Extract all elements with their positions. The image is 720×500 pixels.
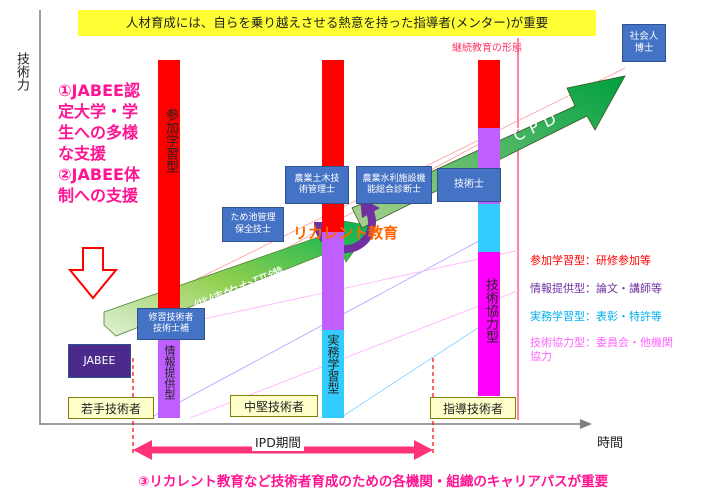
gijutsushi-box: 技術士 (437, 168, 501, 202)
nogyo-doboku-box: 農業土木技 術管理士 (285, 166, 349, 204)
ipd-arrow-left-head (133, 440, 152, 460)
continuing-edu-label: 継続教育の形態 (452, 43, 522, 54)
recurrent-label: リカレント教育 (293, 224, 399, 242)
bar3-cyan (478, 204, 500, 252)
top-banner: 人材育成には、自らを乗り越えさせる熱意を持った指導者(メンター)が重要 (78, 10, 596, 36)
bar3-magenta (478, 252, 500, 396)
legend-sanka: 参加学習型：研修参加等 (530, 254, 651, 267)
bar1-red (158, 60, 180, 332)
recurrent-cycle-arrow (313, 205, 376, 254)
support-text: ①JABEE認 定大学・学 生への多様 な支援 ②JABEE体 制への支援 (58, 80, 140, 206)
bar1-sanka-label: 参加学習型 (163, 108, 178, 173)
stage-young: 若手技術者 (68, 397, 154, 419)
shakaijin-hakase-box: 社会人 博士 (622, 24, 666, 62)
bar2-jitsumu-label: 実務学習型 (326, 334, 340, 394)
bar2-red (322, 60, 344, 232)
jabee-box: JABEE (68, 344, 131, 378)
legend-kyoryoku: 技術協力型：委員会・他機関協力 (530, 336, 673, 363)
bar2-purple (322, 232, 344, 330)
bar1-joho-label: 情報提供型 (163, 345, 176, 400)
ipd-label: IPD期間 (252, 432, 304, 451)
support-line-2: 定大学・学 (58, 102, 139, 121)
tameike-box: ため池管理 保全技士 (222, 207, 284, 242)
stage-mid: 中堅技術者 (230, 395, 318, 417)
down-arrow (67, 247, 119, 300)
nogyo-suiri-box: 農業水利施設機 能総合診断士 (356, 166, 432, 204)
legend-joho: 情報提供型：論文・講師等 (530, 282, 662, 295)
growth-line-3 (149, 234, 491, 419)
support-line-3: 生への多様 (58, 123, 139, 142)
ipd-arrow-right-head (414, 440, 433, 460)
shushu-gijutsusha-box: 修習技術者 技術士補 (137, 308, 205, 340)
bar3-kyoryoku-label: 技術協力型 (483, 278, 498, 343)
legend: 参加学習型：研修参加等 情報提供型：論文・講師等 実務学習型：表彰・特許等 技術… (530, 252, 680, 364)
x-axis-label: 時間 (597, 436, 624, 451)
bar3-red (478, 60, 500, 128)
growth-line-4 (189, 249, 521, 323)
bottom-note: ③リカレント教育など技術者育成のための各機関・組織のキャリアパスが重要 (138, 474, 609, 490)
growth-line-6 (339, 319, 491, 419)
y-axis-label: 技術力 (14, 52, 29, 91)
bar1-purple (158, 332, 180, 418)
support-line-4: な支援 (58, 144, 107, 163)
support-line-5: ②JABEE体 (58, 165, 140, 184)
support-line-6: 制への支援 (58, 186, 139, 205)
legend-jitsumu: 実務学習型：表彰・特許等 (530, 310, 662, 323)
stage-leader: 指導技術者 (430, 397, 516, 419)
x-axis-arrowhead (580, 419, 592, 429)
support-line-1: ①JABEE認 (58, 81, 140, 100)
bar2-cyan (322, 330, 344, 418)
